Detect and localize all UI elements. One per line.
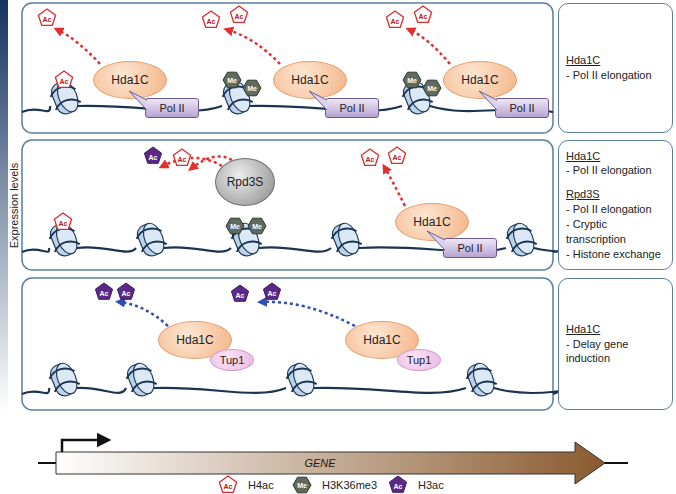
panel-item: - Pol II elongation bbox=[566, 68, 665, 83]
pol-ii-tail bbox=[308, 90, 328, 114]
pol-ii: Pol II bbox=[443, 238, 497, 258]
node-label: Hda1C bbox=[461, 73, 498, 87]
legend-text: H4ac bbox=[248, 480, 274, 491]
methyl-mark: Me bbox=[230, 223, 240, 230]
pol-ii: Pol II bbox=[325, 98, 379, 118]
methyl-mark: Me bbox=[247, 85, 257, 92]
acetyl-mark: Ac bbox=[149, 154, 158, 161]
gene-arrow bbox=[38, 440, 628, 484]
nucleosomes bbox=[46, 78, 539, 399]
dna-strands bbox=[22, 106, 584, 394]
tup1-protein: Tup1 bbox=[210, 349, 254, 371]
acetyl-mark: Ac bbox=[393, 154, 402, 161]
hda1c-complex: Hda1C bbox=[93, 61, 167, 99]
acetyl-mark: Ac bbox=[366, 156, 375, 163]
hda1c-complex: Hda1C bbox=[273, 61, 347, 99]
acetyl-mark: Ac bbox=[207, 18, 216, 25]
acetyl-mark: Ac bbox=[394, 483, 403, 490]
gene-label: GENE bbox=[304, 458, 335, 469]
node-label: Tup1 bbox=[407, 354, 432, 366]
pol-ii: Pol II bbox=[145, 98, 199, 118]
acetyl-mark: Ac bbox=[224, 483, 233, 490]
summary-panel: Hda1C- Pol II elongationRpd3S- Pol II el… bbox=[558, 140, 673, 270]
expression-gradient-bar bbox=[0, 0, 8, 412]
methyl-mark: Me bbox=[252, 223, 262, 230]
tup1-protein: Tup1 bbox=[397, 349, 441, 371]
panel bbox=[22, 140, 553, 270]
rpd3s-complex: Rpd3S bbox=[215, 158, 275, 206]
summary-panel: Hda1C- Pol II elongation bbox=[558, 3, 673, 133]
hda1c-complex: Hda1C bbox=[443, 61, 517, 99]
acetyl-mark: Ac bbox=[391, 18, 400, 25]
panel-item: - Histone exchange bbox=[566, 247, 665, 262]
legend-text: H3K36me3 bbox=[322, 480, 377, 491]
node-label: Rpd3S bbox=[227, 175, 264, 189]
axis-label: Expression levels bbox=[10, 162, 21, 248]
pol-ii-tail bbox=[128, 90, 148, 114]
pol-ii-tail bbox=[478, 90, 498, 114]
node-label: Hda1C bbox=[291, 73, 328, 87]
methyl-mark: Me bbox=[427, 85, 437, 92]
panel-heading: Hda1C bbox=[566, 53, 665, 68]
panel bbox=[22, 3, 553, 133]
node-label: Hda1C bbox=[363, 333, 400, 347]
acetyl-mark: Ac bbox=[122, 290, 131, 297]
acetyl-mark: Ac bbox=[268, 290, 277, 297]
panel-item: - Cryptic transcription bbox=[566, 217, 665, 247]
modification-symbols bbox=[38, 6, 441, 493]
panel-heading: Hda1C bbox=[566, 322, 665, 337]
pol-ii: Pol II bbox=[495, 98, 549, 118]
acetyl-mark: Ac bbox=[43, 16, 52, 23]
summary-panel: Hda1C- Delay gene induction bbox=[558, 278, 673, 410]
node-label: Pol II bbox=[159, 102, 184, 114]
acetyl-mark: Ac bbox=[419, 13, 428, 20]
panel-item: - Pol II elongation bbox=[566, 163, 665, 178]
methyl-mark: Me bbox=[297, 482, 307, 489]
pol-ii-tail bbox=[426, 230, 446, 254]
methyl-mark: Me bbox=[407, 77, 417, 84]
node-label: Pol II bbox=[509, 102, 534, 114]
acetyl-mark: Ac bbox=[178, 156, 187, 163]
acetyl-mark: Ac bbox=[100, 290, 109, 297]
panel-item: - Delay gene induction bbox=[566, 337, 665, 367]
acetyl-mark: Ac bbox=[60, 78, 69, 85]
acetyl-mark: Ac bbox=[235, 13, 244, 20]
acetyl-mark: Ac bbox=[59, 220, 68, 227]
node-label: Tup1 bbox=[220, 354, 245, 366]
node-label: Hda1C bbox=[413, 215, 450, 229]
panel-heading: Rpd3S bbox=[566, 187, 665, 202]
node-label: Hda1C bbox=[176, 333, 213, 347]
acetyl-mark: Ac bbox=[236, 292, 245, 299]
node-label: Hda1C bbox=[111, 73, 148, 87]
node-label: Pol II bbox=[339, 102, 364, 114]
panel-heading: Hda1C bbox=[566, 149, 665, 164]
legend-text: H3ac bbox=[418, 480, 444, 491]
node-label: Pol II bbox=[457, 242, 482, 254]
methyl-mark: Me bbox=[227, 77, 237, 84]
deacetylation-arrows bbox=[58, 30, 450, 326]
panel-item: - Pol II elongation bbox=[566, 202, 665, 217]
